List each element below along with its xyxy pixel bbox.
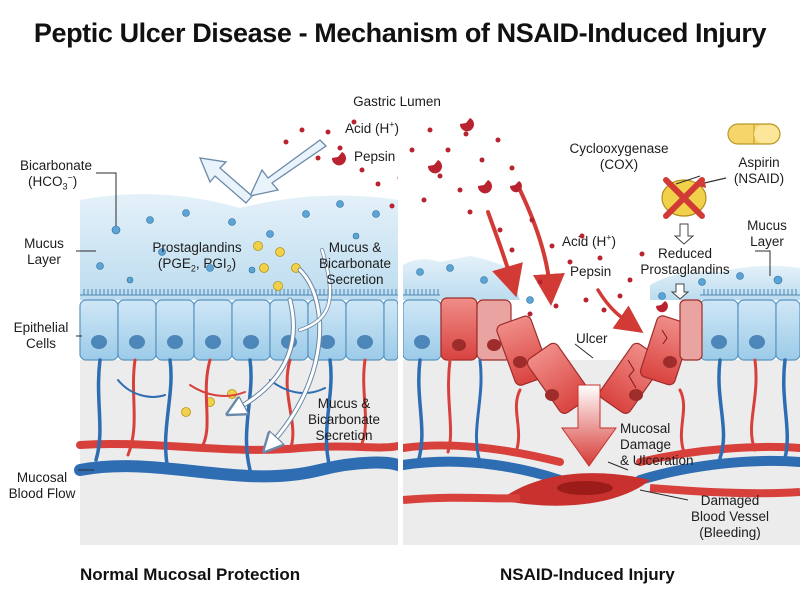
cox-inhibition-arrow (694, 177, 727, 188)
right-bicarbonate-dots (416, 264, 783, 304)
cox-enzyme (661, 177, 707, 219)
left-panel-caption: Normal Mucosal Protection (80, 565, 301, 584)
right-acid-label: Acid (H+) (562, 232, 617, 249)
secretion-arrows (235, 248, 333, 445)
right-mucus-layer-right (650, 265, 800, 300)
left-microvilli (80, 289, 398, 296)
left-mucus-layer (80, 194, 398, 300)
acid-attack-arrows (486, 188, 644, 334)
right-microvilli (403, 289, 800, 296)
damaged-cells-right (599, 299, 703, 414)
right-panel-caption: NSAID-Induced Injury (500, 565, 675, 584)
aspirin-label: Aspirin(NSAID) (733, 155, 785, 186)
panel-divider (398, 170, 403, 560)
reduced-pg-arrows (670, 223, 695, 300)
right-pepsin-label: Pepsin (570, 264, 612, 279)
lumen-pepsin-label: Pepsin (354, 149, 396, 164)
right-healthy-cells (402, 299, 800, 361)
right-blood-vessels (398, 358, 800, 485)
acid-dots (283, 119, 645, 317)
gastric-lumen-label: Gastric Lumen (353, 94, 441, 109)
ulceration-arrow (561, 384, 617, 467)
diagram-title: Peptic Ulcer Disease - Mechanism of NSAI… (33, 18, 767, 48)
bicarbonate-label: Bicarbonate (HCO3−) (20, 158, 93, 192)
prostaglandins-label: Prostaglandins (PGE2, PGI2) (152, 240, 242, 274)
left-epithelial-cells (79, 299, 399, 361)
lumen-acid-label: Acid (H+) (345, 119, 400, 136)
ulcer-label: Ulcer (576, 331, 608, 346)
pepsin-shapes (331, 118, 668, 313)
acid-deflection-arrows (198, 139, 328, 204)
leader-lines (76, 172, 771, 501)
right-mucus-layer-left (403, 256, 520, 300)
cox-label: Cyclooxygenase(COX) (569, 141, 669, 172)
aspirin-pill-icon (727, 123, 781, 145)
left-bicarbonate-dots (96, 200, 380, 284)
damaged-vessel (402, 473, 800, 506)
damaged-cells-left (440, 297, 591, 414)
